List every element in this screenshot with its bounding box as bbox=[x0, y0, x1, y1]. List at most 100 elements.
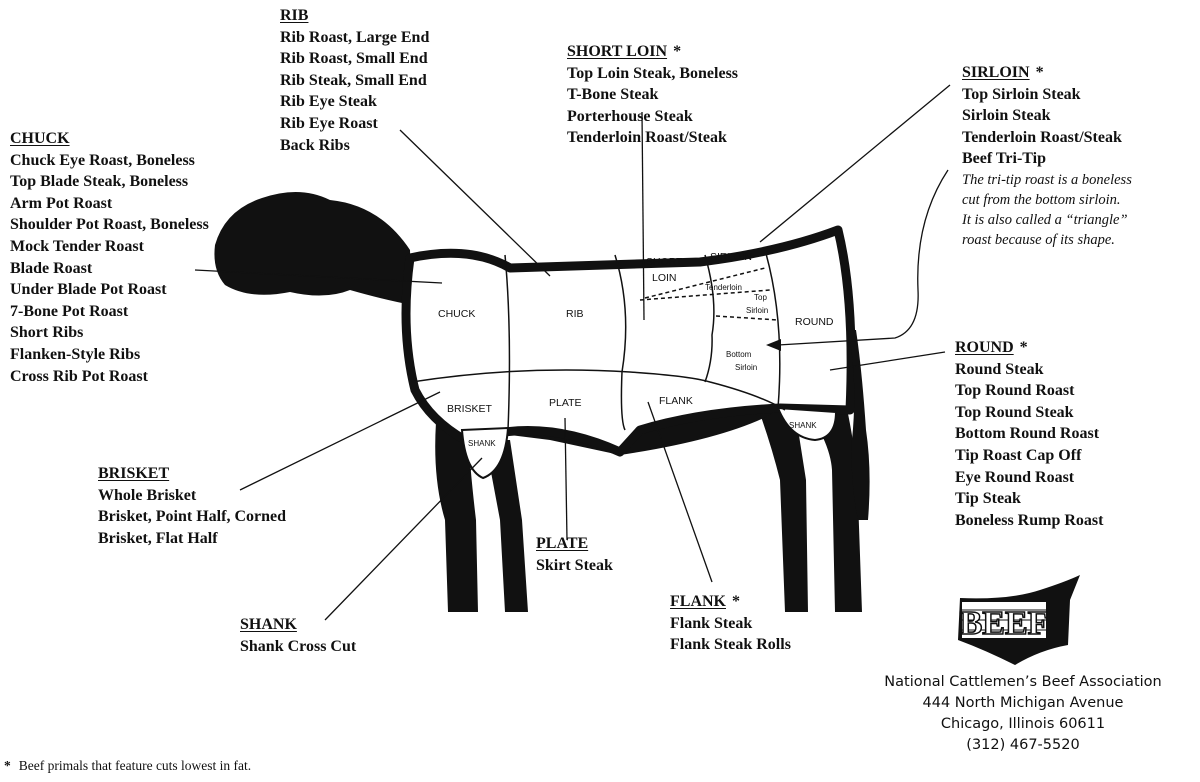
cut-item: Boneless Rump Roast bbox=[955, 511, 1104, 529]
cut-item: Cross Rib Pot Roast bbox=[10, 367, 148, 385]
cow-label-bottom-sirloin: Sirloin bbox=[735, 363, 757, 372]
cut-item: Rib Eye Steak bbox=[280, 93, 377, 111]
tri-tip-note: roast because of its shape. bbox=[962, 231, 1115, 248]
cut-item: Flanken-Style Ribs bbox=[10, 345, 141, 363]
cut-item: Porterhouse Steak bbox=[567, 107, 693, 125]
organization-city: Chicago, Illinois 60611 bbox=[940, 716, 1106, 732]
cow-label-bottom: Bottom bbox=[726, 350, 752, 359]
cut-item: Skirt Steak bbox=[536, 556, 613, 574]
cut-item: Blade Roast bbox=[10, 259, 93, 277]
low-fat-star-icon: * bbox=[732, 593, 740, 610]
rib-cuts: RIB Rib Roast, Large End Rib Roast, Smal… bbox=[280, 5, 429, 156]
organization-phone: (312) 467-5520 bbox=[966, 737, 1080, 753]
low-fat-star-icon: * bbox=[4, 758, 11, 773]
round-cuts: ROUND * Round Steak Top Round Roast Top R… bbox=[955, 337, 1103, 531]
cow-label-tenderloin: Tenderloin bbox=[705, 283, 742, 292]
cow-label-shank-front: SHANK bbox=[468, 439, 496, 448]
rear-leg-left bbox=[755, 400, 808, 612]
cut-item: Tenderloin Roast/Steak bbox=[962, 128, 1122, 146]
chuck-cuts: CHUCK Chuck Eye Roast, Boneless Top Blad… bbox=[10, 128, 209, 387]
low-fat-star-icon: * bbox=[1035, 64, 1044, 81]
low-fat-star-icon: * bbox=[1019, 339, 1028, 356]
cut-item: Brisket, Flat Half bbox=[98, 529, 218, 547]
cut-item: 7-Bone Pot Roast bbox=[10, 302, 129, 320]
cow-label-loin: LOIN bbox=[652, 272, 677, 284]
brisket-cuts: BRISKET Whole Brisket Brisket, Point Hal… bbox=[98, 463, 286, 549]
cow-label-round: ROUND bbox=[795, 316, 834, 328]
tri-tip-note: The tri-tip roast is a boneless bbox=[962, 171, 1132, 188]
sirloin-title: SIRLOIN bbox=[962, 64, 1030, 81]
cut-item: Rib Roast, Small End bbox=[280, 50, 428, 68]
cow-tail bbox=[848, 330, 870, 520]
cut-item: Round Steak bbox=[955, 360, 1044, 378]
rib-title: RIB bbox=[280, 7, 309, 24]
cut-item: Sirloin Steak bbox=[962, 107, 1051, 125]
organization-street: 444 North Michigan Avenue bbox=[922, 695, 1124, 711]
cut-item: Beef Tri-Tip bbox=[962, 150, 1046, 168]
cut-item: Brisket, Point Half, Corned bbox=[98, 508, 286, 526]
cow-label-short: SHORT bbox=[646, 256, 683, 268]
tri-tip-note: It is also called a “triangle” bbox=[962, 211, 1128, 228]
cow-label-chuck: CHUCK bbox=[438, 308, 475, 320]
cut-item: Mock Tender Roast bbox=[10, 237, 144, 255]
cow-label-sirloin: SIRLOIN bbox=[710, 251, 752, 263]
rear-leg-right bbox=[800, 400, 862, 612]
cut-item: Short Ribs bbox=[10, 324, 84, 342]
chuck-title: CHUCK bbox=[10, 130, 70, 147]
cow-label-top: Top bbox=[754, 293, 767, 302]
footnote-text: Beef primals that feature cuts lowest in… bbox=[18, 758, 252, 773]
brisket-title: BRISKET bbox=[98, 465, 170, 482]
cut-item: Tip Roast Cap Off bbox=[955, 446, 1082, 464]
cut-item: Whole Brisket bbox=[98, 486, 197, 504]
cow-head bbox=[214, 191, 412, 305]
cow-label-brisket: BRISKET bbox=[447, 403, 493, 415]
cut-item: Rib Steak, Small End bbox=[280, 71, 427, 89]
cut-item: Flank Steak Rolls bbox=[670, 636, 791, 654]
leader-lines bbox=[194, 84, 951, 621]
shank-title: SHANK bbox=[240, 616, 297, 633]
tri-tip-arrow-icon bbox=[766, 339, 781, 351]
cut-item: Shank Cross Cut bbox=[240, 637, 357, 655]
round-title: ROUND bbox=[955, 339, 1014, 356]
cow-label-shank-rear: SHANK bbox=[789, 421, 817, 430]
cut-item: Flank Steak bbox=[670, 614, 753, 632]
flank-cuts: FLANK * Flank Steak Flank Steak Rolls bbox=[670, 591, 791, 656]
cut-item: Under Blade Pot Roast bbox=[10, 281, 167, 299]
cut-item: Top Blade Steak, Boneless bbox=[10, 173, 189, 191]
cow-label-flank: FLANK bbox=[659, 395, 693, 407]
cut-item: Tip Steak bbox=[955, 490, 1021, 508]
sirloin-cuts: SIRLOIN * Top Sirloin Steak Sirloin Steak… bbox=[962, 62, 1132, 250]
cow-label-top-sirloin: Sirloin bbox=[746, 306, 768, 315]
flank-title: FLANK bbox=[670, 593, 726, 610]
front-leg-right bbox=[485, 440, 528, 612]
beef-logo-text: BEEF bbox=[960, 605, 1049, 642]
cut-item: Eye Round Roast bbox=[955, 468, 1075, 486]
cut-item: Tenderloin Roast/Steak bbox=[567, 129, 727, 147]
short-loin-title: SHORT LOIN bbox=[567, 43, 668, 60]
cow-label-rib: RIB bbox=[566, 308, 584, 320]
beef-logo: BEEF bbox=[958, 575, 1080, 665]
cut-item: Chuck Eye Roast, Boneless bbox=[10, 151, 195, 169]
cut-item: Back Ribs bbox=[280, 136, 350, 154]
cut-item: Top Round Roast bbox=[955, 382, 1075, 400]
cut-item: Top Sirloin Steak bbox=[962, 85, 1081, 103]
cut-item: Shoulder Pot Roast, Boneless bbox=[10, 216, 209, 234]
cut-item: Top Loin Steak, Boneless bbox=[567, 64, 739, 82]
plate-title: PLATE bbox=[536, 535, 589, 552]
tri-tip-note: cut from the bottom sirloin. bbox=[962, 191, 1121, 208]
cut-item: Arm Pot Roast bbox=[10, 194, 113, 212]
footnote: * Beef primals that feature cuts lowest i… bbox=[4, 758, 251, 774]
organization-name: National Cattlemen’s Beef Association bbox=[884, 674, 1162, 690]
organization-address: National Cattlemen’s Beef Association 44… bbox=[838, 672, 1200, 756]
low-fat-star-icon: * bbox=[673, 43, 682, 60]
cow-label-plate: PLATE bbox=[549, 397, 581, 409]
shank-cuts: SHANK Shank Cross Cut bbox=[240, 614, 356, 657]
cut-item: Rib Eye Roast bbox=[280, 114, 378, 132]
short-loin-cuts: SHORT LOIN * Top Loin Steak, Boneless T-B… bbox=[567, 41, 738, 149]
cut-division-lines bbox=[411, 249, 786, 431]
plate-cuts: PLATE Skirt Steak bbox=[536, 533, 613, 576]
cut-item: T-Bone Steak bbox=[567, 86, 659, 104]
cut-item: Top Round Steak bbox=[955, 403, 1074, 421]
cow-body bbox=[401, 225, 856, 457]
